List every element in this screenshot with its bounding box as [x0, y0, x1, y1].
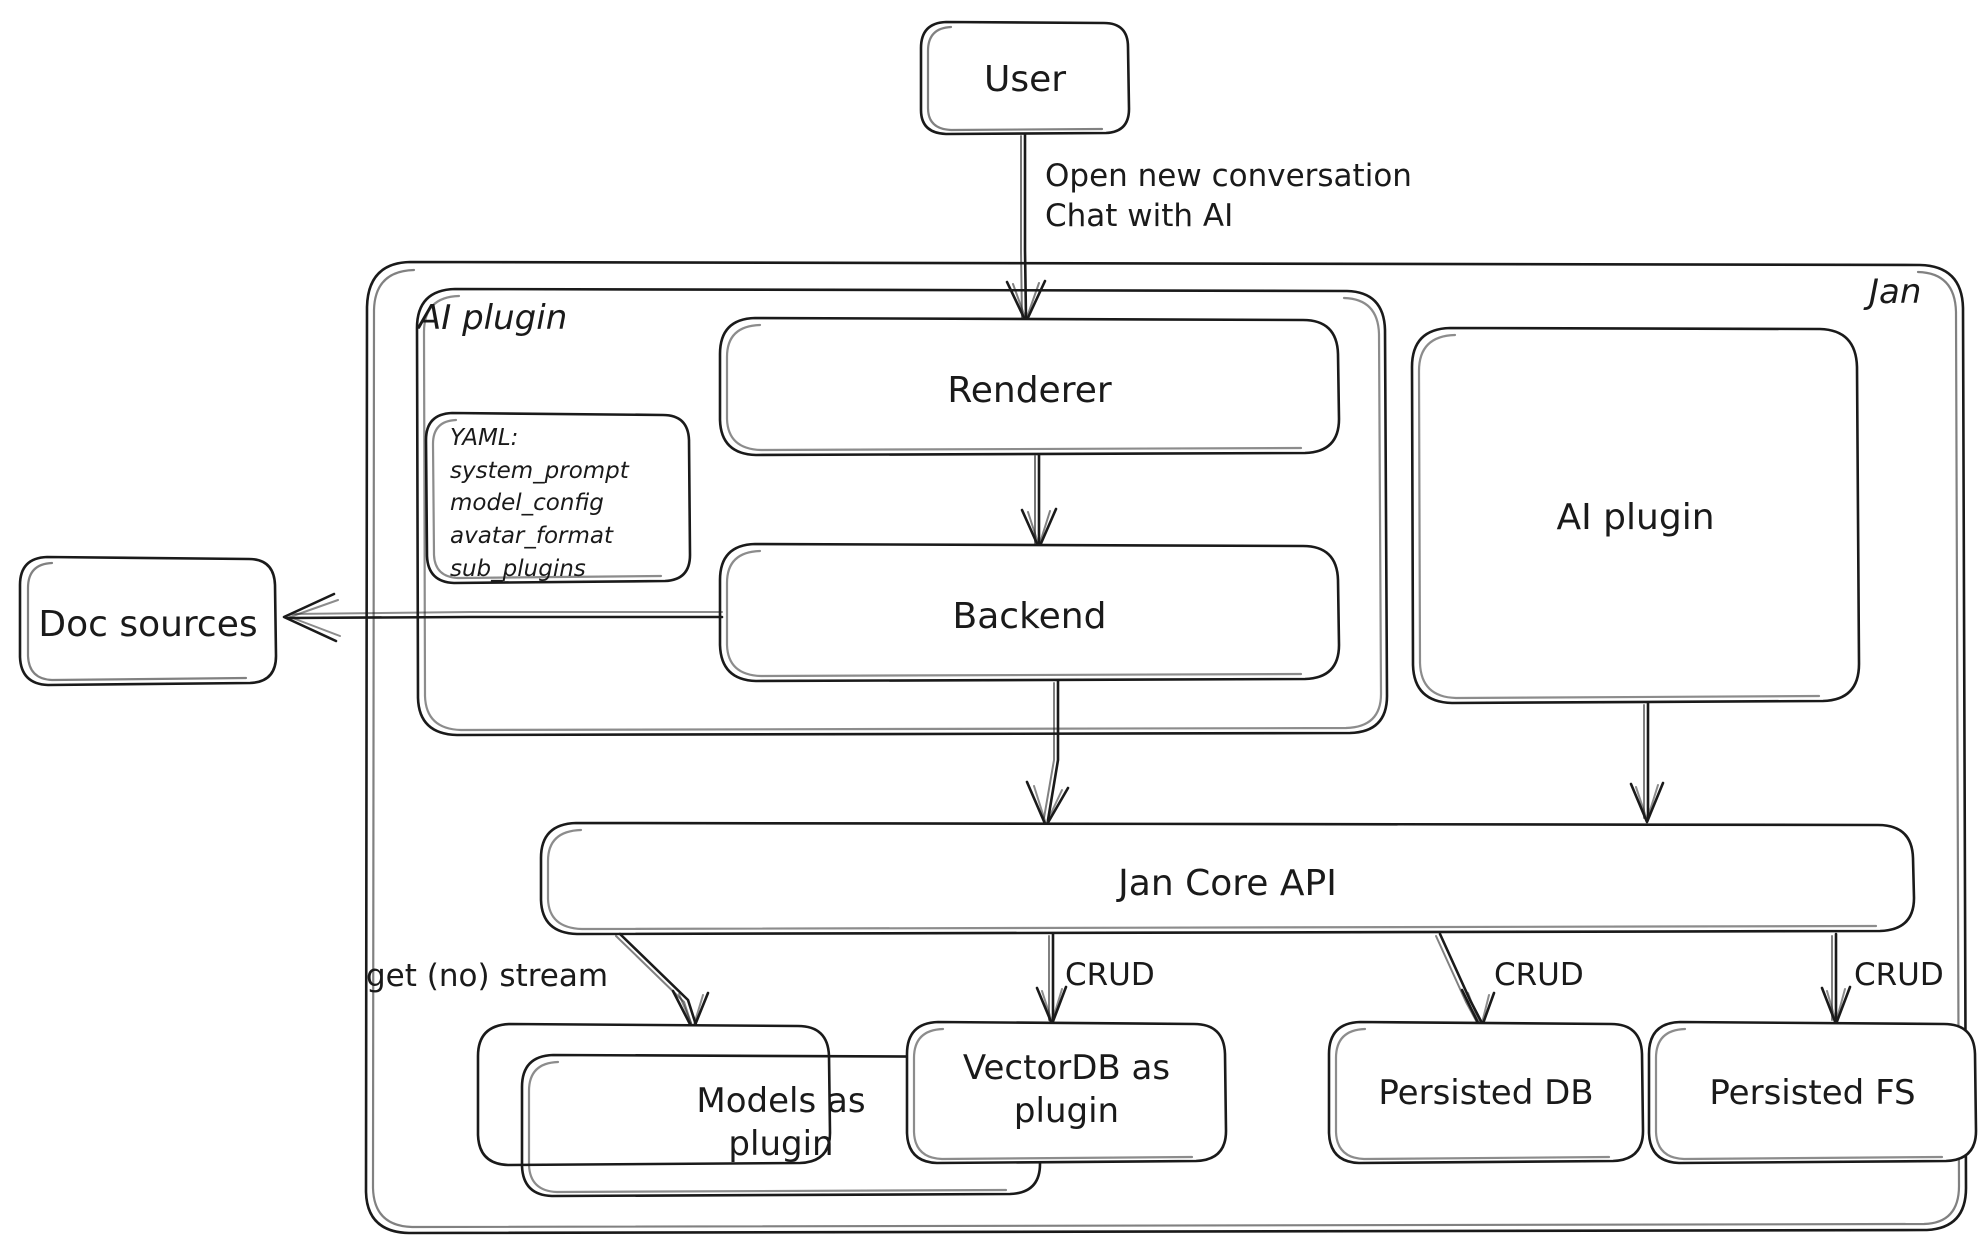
doc-sources-box-shape — [18, 555, 278, 687]
vectordb-as-plugin-box[interactable] — [907, 1022, 1226, 1163]
persisted-db-box-shape — [1327, 1020, 1645, 1165]
yaml-card-shape — [424, 411, 692, 585]
jan-core-api-box[interactable] — [541, 823, 1914, 934]
ai-plugin-box-shape — [1410, 326, 1861, 705]
yaml-card[interactable] — [426, 413, 690, 583]
user-box-shape — [919, 20, 1131, 136]
persisted-fs-box[interactable] — [1649, 1022, 1976, 1163]
edge-backend-to-doc-sources — [282, 592, 724, 643]
backend-box[interactable] — [720, 544, 1339, 681]
renderer-box[interactable] — [720, 318, 1339, 455]
vectordb-as-plugin-box-shape — [905, 1020, 1228, 1165]
edge-user-to-renderer — [1005, 132, 1047, 324]
doc-sources-box[interactable] — [20, 557, 276, 685]
persisted-db-box[interactable] — [1329, 1022, 1643, 1163]
ai-plugin-box[interactable] — [1412, 328, 1859, 703]
persisted-fs-box-shape — [1647, 1020, 1978, 1165]
jan-core-api-box-shape — [539, 821, 1916, 936]
backend-box-shape — [718, 542, 1341, 683]
renderer-box-shape — [718, 316, 1341, 457]
user-box[interactable] — [921, 22, 1129, 134]
edge-aiplugin-to-jancore — [1629, 701, 1665, 824]
